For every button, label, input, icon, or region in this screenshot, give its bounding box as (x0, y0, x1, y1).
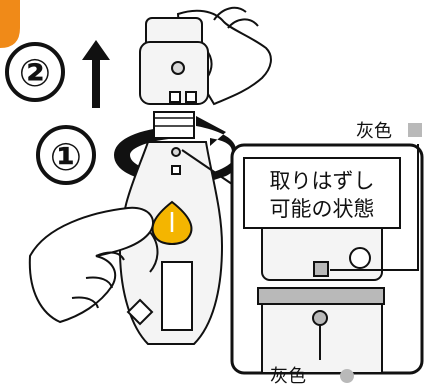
step-1-group: ① (36, 125, 96, 185)
zoom-gray-circle (312, 310, 328, 326)
gray-circle-swatch (340, 369, 354, 383)
device-neck-dot (171, 147, 181, 157)
rotate-arrow-left-icon (114, 126, 180, 184)
head-gray-square-2 (185, 91, 197, 103)
gray-square-callout: 灰色 (330, 121, 422, 271)
device-display (161, 261, 193, 331)
step-2-group: ② (5, 40, 110, 108)
detail-box: 取りはずし 可能の状態 (230, 143, 424, 375)
head-gray-dot (171, 61, 185, 75)
step-2-label: ② (19, 51, 51, 95)
zoom-gray-square (313, 261, 329, 277)
side-diamond-button (126, 298, 154, 326)
blade-shaft (153, 111, 195, 139)
detail-text-panel (243, 157, 401, 229)
gray-square-swatch (408, 123, 422, 137)
zoom-ring (257, 287, 385, 305)
device-body (118, 141, 224, 345)
gray-circle-label: 灰色 (270, 366, 306, 387)
removed-head-piece (139, 17, 209, 139)
detail-text-line2: 可能の状態 (270, 197, 375, 221)
step-1-circle (36, 125, 96, 185)
zoom-head-circle (349, 247, 371, 269)
gray-square-leader (330, 144, 419, 271)
lower-hand (28, 206, 159, 324)
orange-corner-tab (0, 0, 20, 48)
device-neck-square (171, 165, 181, 175)
gray-square-label: 灰色 (356, 121, 392, 142)
up-arrow-icon (82, 40, 110, 108)
detail-text-line1: 取りはずし (270, 169, 375, 193)
step-1-label: ① (50, 135, 82, 179)
rotate-arrow-right-icon (196, 116, 236, 152)
head-gray-square (169, 91, 181, 103)
step-2-circle (5, 42, 65, 102)
gray-circle-callout: 灰色 (270, 325, 354, 387)
